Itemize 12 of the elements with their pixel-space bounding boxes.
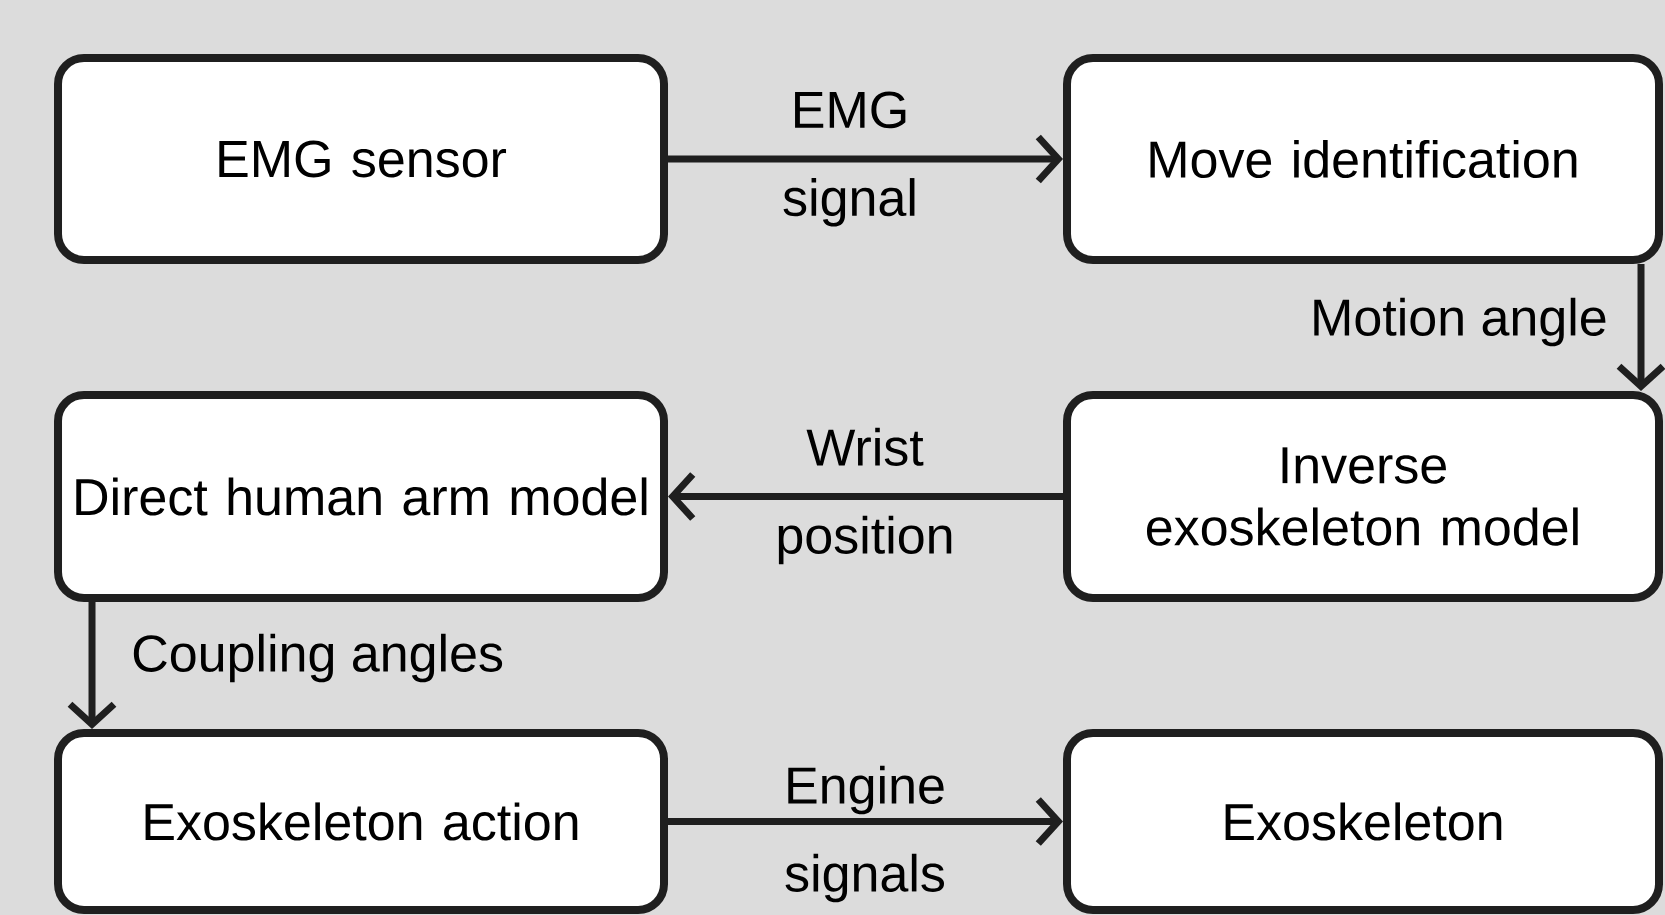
process-box: Direct human arm model — [54, 391, 668, 602]
edge-label: Engine signals — [785, 765, 944, 903]
edge-label: Wrist position — [778, 427, 952, 565]
edge-label: EMG signal — [783, 91, 915, 227]
process-box: Exoskeleton action — [54, 729, 668, 914]
edge-label: Coupling angles — [133, 633, 503, 683]
arrow — [668, 472, 1063, 521]
process-box: EMG sensor — [54, 54, 668, 264]
edge-label: Motion angle — [1314, 297, 1606, 347]
process-box: Exoskeleton — [1063, 729, 1663, 914]
process-box: Move identification — [1063, 54, 1663, 264]
process-box: Inverse exoskeleton model — [1063, 391, 1663, 602]
